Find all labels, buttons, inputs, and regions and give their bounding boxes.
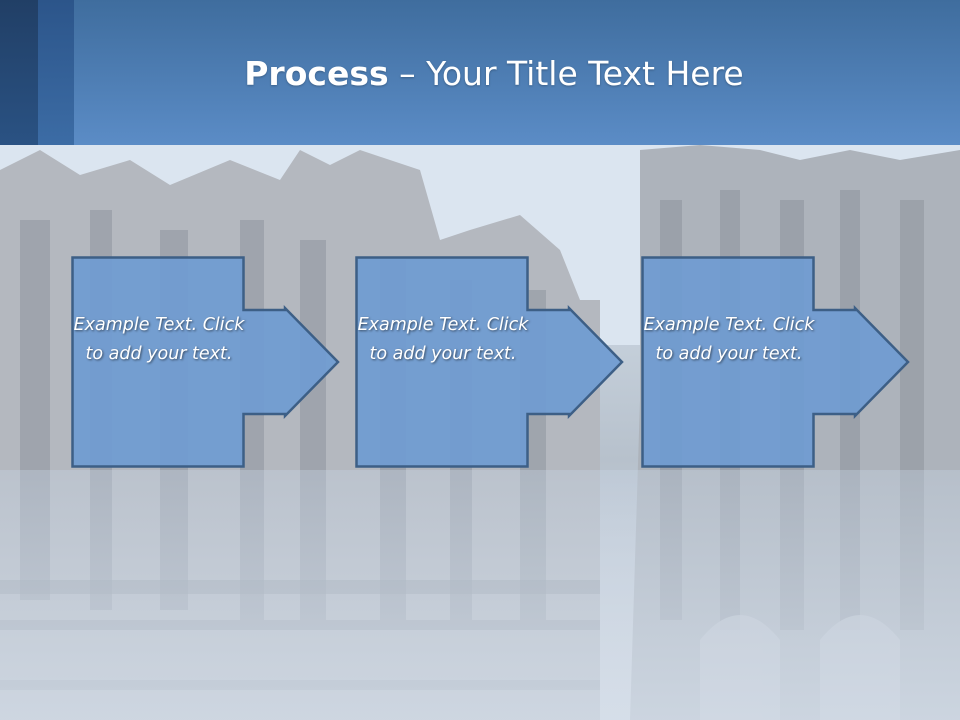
step-text[interactable]: Example Text. Click to add your text. bbox=[73, 315, 245, 364]
header-accent-strip bbox=[0, 0, 38, 145]
process-step-2[interactable]: Example Text. Click to add your text. bbox=[355, 256, 624, 468]
photo-fade bbox=[0, 470, 960, 720]
header-accent-strip-light bbox=[38, 0, 74, 145]
process-step-3[interactable]: Example Text. Click to add your text. bbox=[641, 256, 910, 468]
title-bar bbox=[0, 0, 960, 145]
title-bold-part: Process bbox=[244, 54, 389, 93]
step-text[interactable]: Example Text. Click to add your text. bbox=[643, 315, 815, 364]
step-arrow-shape bbox=[641, 256, 910, 468]
step-text[interactable]: Example Text. Click to add your text. bbox=[357, 315, 529, 364]
process-step-1[interactable]: Example Text. Click to add your text. bbox=[71, 256, 340, 468]
slide-title[interactable]: Process – Your Title Text Here bbox=[74, 50, 914, 98]
step-arrow-shape bbox=[355, 256, 624, 468]
title-rest-part: – Your Title Text Here bbox=[388, 54, 744, 93]
step-arrow-shape bbox=[71, 256, 340, 468]
